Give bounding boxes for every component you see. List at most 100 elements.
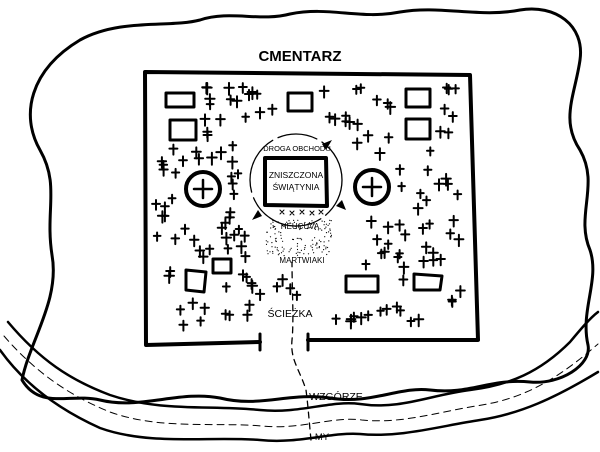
cross-icon xyxy=(199,302,210,316)
speckle xyxy=(313,252,315,254)
label-us: MY xyxy=(315,432,330,443)
cross-icon xyxy=(382,221,394,235)
speckle xyxy=(300,237,302,240)
cross-icon xyxy=(246,86,259,101)
cross-icon xyxy=(372,234,382,246)
cross-icon xyxy=(239,230,250,243)
speckle xyxy=(323,224,325,226)
speckle xyxy=(329,228,331,230)
cross-icon xyxy=(412,202,424,216)
cross-icon xyxy=(453,233,465,248)
cross-icon xyxy=(215,113,226,127)
speckle xyxy=(307,227,309,230)
cross-icon xyxy=(194,245,206,258)
speckle xyxy=(299,227,301,229)
cross-icon xyxy=(201,82,213,96)
cross-icon xyxy=(254,106,266,120)
cross-icon xyxy=(416,188,425,200)
cross-icon xyxy=(187,297,199,311)
speckle xyxy=(288,220,290,222)
cross-icon xyxy=(451,84,460,95)
cross-icon xyxy=(220,309,231,321)
tomb xyxy=(344,274,380,294)
cross-icon xyxy=(205,99,215,111)
cross-icon xyxy=(355,311,367,326)
speckle xyxy=(289,222,291,224)
speckle xyxy=(296,245,298,247)
cross-icon xyxy=(384,101,397,115)
cross-icon xyxy=(233,169,243,180)
speckle xyxy=(328,240,330,242)
speckle xyxy=(316,247,318,249)
speckle xyxy=(278,253,280,255)
speckle xyxy=(277,254,279,256)
cross-icon xyxy=(215,146,227,161)
circle-grave xyxy=(184,170,222,208)
speckle xyxy=(267,241,269,243)
cross-icon xyxy=(425,219,434,230)
speckle xyxy=(308,227,310,229)
cross-icon xyxy=(192,178,214,200)
cross-icon xyxy=(152,231,162,242)
speckle xyxy=(328,231,330,233)
speckle xyxy=(314,228,316,230)
cross-icon xyxy=(234,224,244,235)
label-patrol-road: DROGA OBCHODU xyxy=(263,144,331,153)
cross-icon xyxy=(244,299,255,312)
cross-icon xyxy=(363,310,373,322)
speckle xyxy=(304,247,306,249)
cross-icon xyxy=(376,306,385,317)
cross-icon xyxy=(193,153,205,166)
speckle xyxy=(315,244,317,246)
cross-icon xyxy=(226,171,236,183)
speckle xyxy=(274,233,276,235)
river-lower-bank xyxy=(0,348,600,443)
patrol-route-loop xyxy=(249,133,343,227)
speckle xyxy=(266,250,268,252)
cross-icon xyxy=(246,279,259,294)
speckle xyxy=(325,246,327,248)
speckle xyxy=(294,225,296,227)
circle-grave xyxy=(353,168,391,206)
speckle xyxy=(317,229,319,231)
cross-icon xyxy=(406,316,416,328)
speckle xyxy=(271,242,273,244)
cross-icon xyxy=(178,155,188,168)
speckle xyxy=(300,249,302,251)
cross-icon xyxy=(242,309,253,322)
cross-icon xyxy=(331,314,341,326)
speckle xyxy=(270,227,272,229)
cross-icon xyxy=(395,305,405,317)
speckle xyxy=(325,223,327,225)
cross-icon xyxy=(231,95,243,109)
speckle xyxy=(324,228,326,230)
speckle xyxy=(274,228,277,230)
cross-icon xyxy=(397,181,406,193)
speckle xyxy=(277,250,279,252)
tomb xyxy=(286,91,314,113)
speckle xyxy=(271,246,273,248)
speckle xyxy=(318,247,320,249)
cross-icon xyxy=(220,217,231,230)
speckle xyxy=(321,229,323,231)
cross-icon xyxy=(277,273,288,287)
speckle xyxy=(311,220,313,222)
cross-icon xyxy=(447,111,458,123)
speckle xyxy=(290,247,292,249)
speckle xyxy=(277,221,279,223)
cross-icon xyxy=(341,117,350,128)
speckle xyxy=(327,246,329,249)
speckle xyxy=(313,223,315,225)
cross-icon xyxy=(361,259,371,271)
cross-icon xyxy=(361,176,383,198)
speckle xyxy=(297,251,299,253)
label-temple-line1: ZNISZCZONA xyxy=(269,170,324,180)
patrol-arrow xyxy=(336,200,346,210)
speckle xyxy=(283,255,285,257)
approach-path xyxy=(291,261,312,441)
speckle xyxy=(311,246,313,249)
label-heucuva: HEUCUVA xyxy=(281,222,320,231)
tombs xyxy=(164,87,444,294)
cross-icon xyxy=(158,164,169,177)
speckle xyxy=(299,252,301,254)
